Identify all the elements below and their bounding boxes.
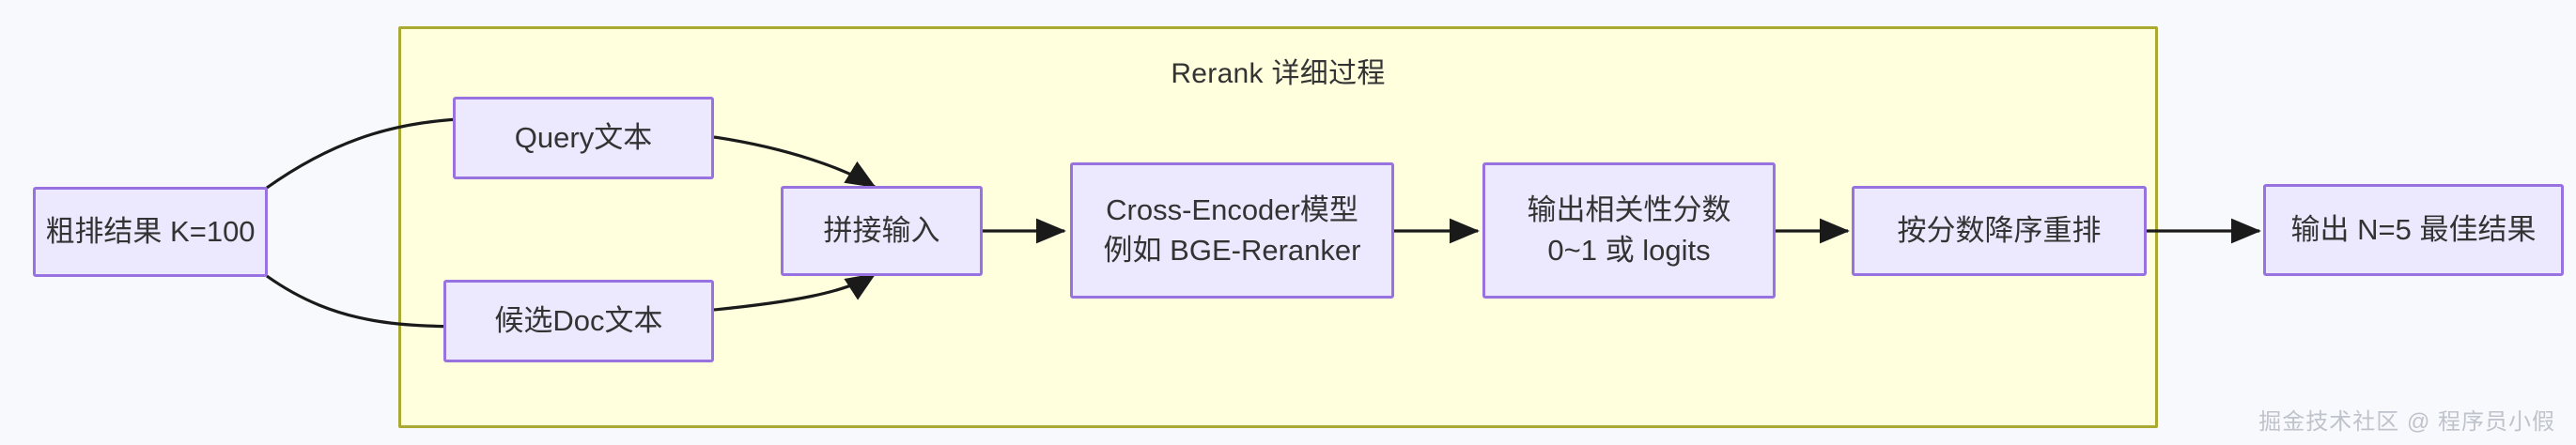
node-concat-input[interactable]: 拼接输入 xyxy=(781,186,983,276)
node-final-output-label: 输出 N=5 最佳结果 xyxy=(2290,212,2537,246)
node-query-text[interactable]: Query文本 xyxy=(453,97,714,179)
node-reorder-label: 按分数降序重排 xyxy=(1897,213,2102,247)
node-candidate-doc-text-label: 候选Doc文本 xyxy=(494,303,663,337)
node-cross-encoder-line1: Cross-Encoder模型 xyxy=(1106,192,1358,226)
node-concat-input-label: 拼接输入 xyxy=(823,213,940,247)
node-reorder[interactable]: 按分数降序重排 xyxy=(1852,186,2147,276)
node-candidate-doc-text[interactable]: 候选Doc文本 xyxy=(443,280,714,362)
node-cross-encoder-line2: 例如 BGE-Reranker xyxy=(1103,233,1361,267)
node-query-text-label: Query文本 xyxy=(514,120,653,154)
watermark: 掘金技术社区 @ 程序员小假 xyxy=(2258,409,2555,435)
node-cross-encoder[interactable]: Cross-Encoder模型 例如 BGE-Reranker xyxy=(1070,162,1394,299)
subgraph-title: Rerank 详细过程 xyxy=(1171,58,1386,89)
node-coarse-result-label: 粗排结果 K=100 xyxy=(45,214,256,248)
node-coarse-result[interactable]: 粗排结果 K=100 xyxy=(33,187,268,277)
node-final-output[interactable]: 输出 N=5 最佳结果 xyxy=(2263,184,2564,276)
node-relevance-score[interactable]: 输出相关性分数 0~1 或 logits xyxy=(1482,162,1776,299)
node-relevance-score-line1: 输出相关性分数 xyxy=(1527,192,1731,226)
node-relevance-score-line2: 0~1 或 logits xyxy=(1547,233,1711,267)
